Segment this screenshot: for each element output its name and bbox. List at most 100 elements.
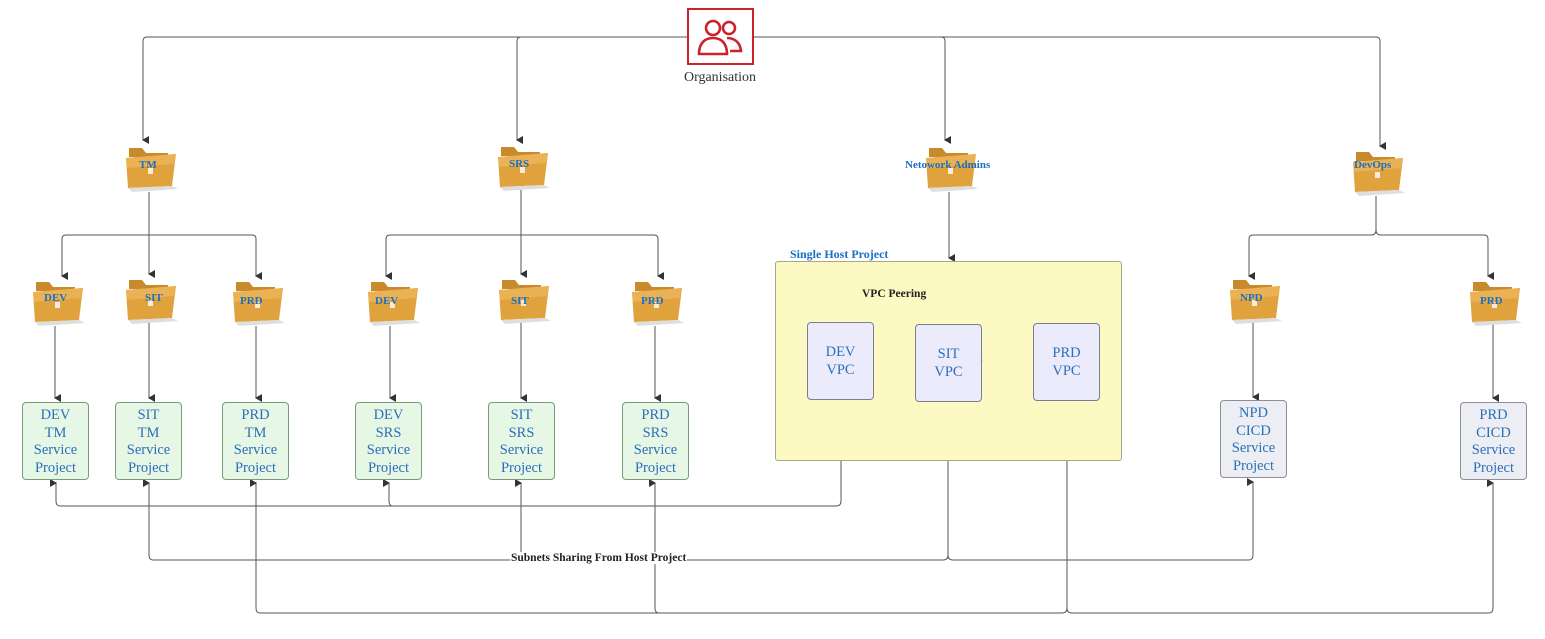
folder-tm-dev[interactable] <box>31 276 89 328</box>
devops-to-prd <box>1375 229 1494 280</box>
project-line: Project <box>234 459 277 476</box>
org-to-srs-connector <box>516 36 687 144</box>
devops-trunk <box>1370 196 1377 236</box>
folder-icon <box>498 147 550 191</box>
folder-tm-prd-label: PRD <box>240 295 263 307</box>
project-line: DEV <box>373 407 404 423</box>
folder-devops-label: DevOps <box>1354 159 1392 171</box>
project-line: DEV <box>40 407 71 423</box>
folder-tm-dev-label: DEV <box>44 292 68 304</box>
project-line: Project <box>1472 459 1515 476</box>
project-line: Service <box>366 442 411 458</box>
project-line: SRS <box>508 424 535 441</box>
project-line: CICD <box>1476 424 1511 441</box>
project-line: SIT <box>510 407 533 423</box>
folder-devops-npd-label: NPD <box>1240 292 1263 304</box>
project-line: Project <box>127 459 170 476</box>
project-line: Service <box>499 442 544 458</box>
prd-vpc-line2: VPC <box>1052 363 1081 379</box>
folder-icon <box>1230 280 1282 324</box>
folder-srs[interactable] <box>496 141 554 193</box>
project-line: SRS <box>375 424 402 441</box>
project-line: TM <box>44 424 67 441</box>
folder-tm-prd[interactable] <box>231 276 289 328</box>
dev-vpc-line1: DEV <box>825 344 856 360</box>
folder-srs-label: SRS <box>509 158 530 170</box>
folder-icon <box>1353 152 1405 196</box>
folder-srs-prd-label: PRD <box>641 295 664 307</box>
project-line: Project <box>1232 457 1275 474</box>
folder-network-admins[interactable] <box>924 142 982 194</box>
project-line: CICD <box>1236 422 1271 439</box>
folder-tm-label: TM <box>139 159 157 171</box>
project-line: Project <box>634 459 677 476</box>
project-line: Service <box>126 442 171 458</box>
folder-tm-sit[interactable] <box>124 274 182 326</box>
folder-devops-prd-label: PRD <box>1480 295 1503 307</box>
tm-bus <box>66 234 262 280</box>
project-line: Project <box>367 459 410 476</box>
folder-icon <box>632 282 684 326</box>
sit-vpc-line2: VPC <box>934 364 963 380</box>
dev-subnet-connector <box>50 401 842 507</box>
vpc-peering-label: VPC Peering <box>862 288 927 300</box>
folder-tm-sit-label: SIT <box>145 292 163 304</box>
project-line: SIT <box>137 407 160 423</box>
folder-srs-dev[interactable] <box>366 276 424 328</box>
folder-icon <box>1470 282 1522 326</box>
folder-icon <box>926 148 978 192</box>
dev-vpc-line2: VPC <box>826 362 855 378</box>
subnet-sharing-label: Subnets Sharing From Host Project <box>510 552 688 564</box>
prd-vpc[interactable]: PRD VPC <box>1033 323 1100 401</box>
folder-srs-sit[interactable] <box>497 274 555 326</box>
project-line: PRD <box>1479 407 1508 423</box>
org-to-tm-connector <box>142 36 687 144</box>
project-line: Project <box>500 459 543 476</box>
folder-icon <box>126 148 178 192</box>
folder-devops-npd[interactable] <box>1228 274 1286 326</box>
folder-tm[interactable] <box>124 142 182 194</box>
devops-to-npd <box>1248 234 1371 280</box>
host-project-title: Single Host Project <box>790 247 889 261</box>
project-line: PRD <box>641 407 670 423</box>
folder-icon <box>126 280 178 324</box>
srs-to-dev <box>385 234 392 280</box>
folder-srs-prd[interactable] <box>630 276 688 328</box>
folder-icon <box>233 282 285 326</box>
srs-bus <box>390 234 664 280</box>
project-line: PRD <box>241 407 270 423</box>
folder-network-admins-label: Netowork Admins <box>905 159 991 171</box>
prd-vpc-line1: PRD <box>1052 345 1081 361</box>
folder-srs-dev-label: DEV <box>375 295 399 307</box>
folder-icon <box>499 280 551 324</box>
project-line: Service <box>233 442 278 458</box>
sit-vpc-line1: SIT <box>937 346 960 362</box>
sit-vpc[interactable]: SIT VPC <box>915 324 982 402</box>
folder-devops-prd[interactable] <box>1468 276 1526 328</box>
org-to-devops-connector <box>754 36 1386 150</box>
project-line: Service <box>1471 442 1516 458</box>
project-line: NPD <box>1238 405 1268 421</box>
project-line: SRS <box>642 424 669 441</box>
project-line: Service <box>633 442 678 458</box>
prd-subnet-connector <box>250 401 1068 614</box>
folder-devops[interactable] <box>1351 146 1409 198</box>
project-line: Service <box>33 442 78 458</box>
project-line: TM <box>137 424 160 441</box>
project-line: Project <box>34 459 77 476</box>
folder-icon <box>368 282 420 326</box>
dev-vpc[interactable]: DEV VPC <box>807 322 874 400</box>
organisation-users-icon <box>687 8 754 65</box>
project-line: TM <box>244 424 267 441</box>
organisation-label: Organisation <box>683 70 757 85</box>
project-line: Service <box>1231 440 1276 456</box>
